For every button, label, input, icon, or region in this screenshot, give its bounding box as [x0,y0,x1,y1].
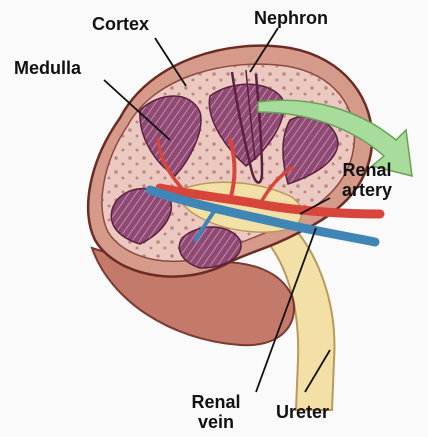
label-renal-artery-line1: Renal [330,160,404,180]
label-medulla: Medulla [14,58,81,78]
label-ureter: Ureter [276,402,329,422]
label-renal-vein-line1: Renal [184,392,248,412]
label-renal-vein-line2: vein [184,412,248,432]
label-renal-artery-line2: artery [330,180,404,200]
label-renal-artery: Renal artery [330,160,404,200]
label-cortex: Cortex [92,14,149,34]
label-renal-vein: Renal vein [184,392,248,432]
label-nephron: Nephron [254,8,328,28]
